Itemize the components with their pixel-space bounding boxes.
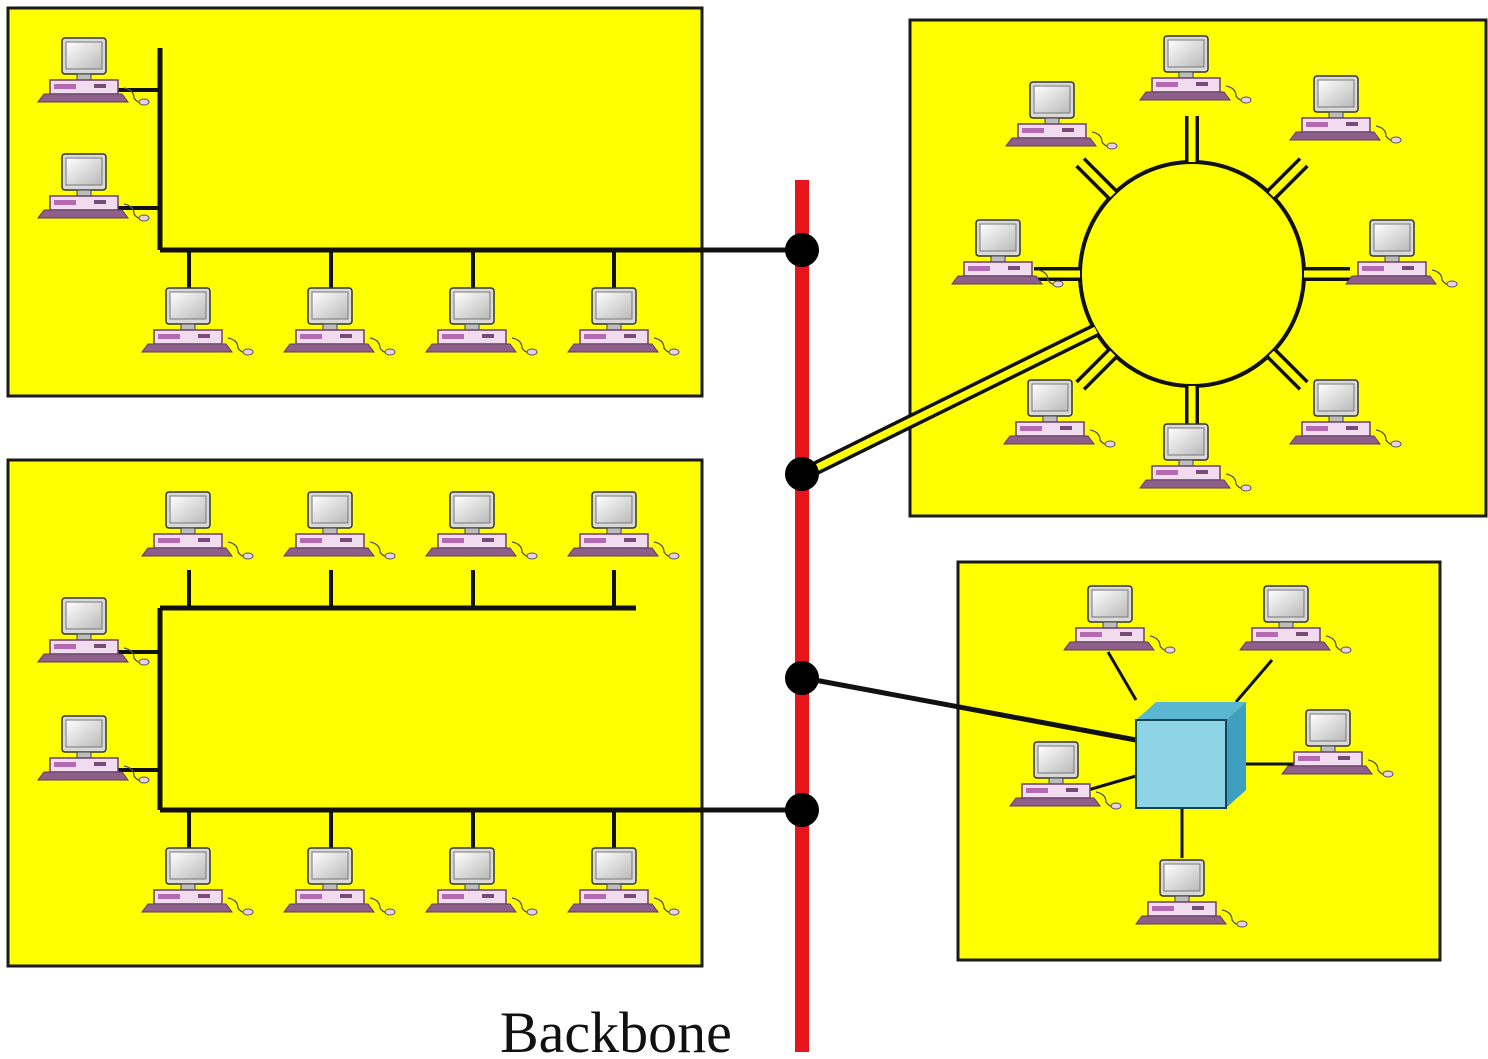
star-cable xyxy=(1106,651,1138,701)
backbone-label: Backbone xyxy=(500,1000,732,1059)
ring-drop-cable-inner xyxy=(1077,350,1116,389)
star-cable xyxy=(1234,659,1274,703)
backbone-connection-node xyxy=(785,233,819,267)
hub-box-icon xyxy=(1135,702,1246,809)
backbone-connection-node xyxy=(785,457,819,491)
backbone-to-hub-cable xyxy=(803,675,1137,743)
ring-drop-cable-inner xyxy=(1268,350,1307,389)
backbone-connection-node xyxy=(785,661,819,695)
ring-drop-cable-inner xyxy=(1077,159,1116,198)
backbone-to-ring-cable-inner xyxy=(802,326,1098,478)
backbone-connection-node xyxy=(785,793,819,827)
star-cable xyxy=(1087,774,1137,792)
ring-drop-cable-inner xyxy=(1268,159,1307,198)
